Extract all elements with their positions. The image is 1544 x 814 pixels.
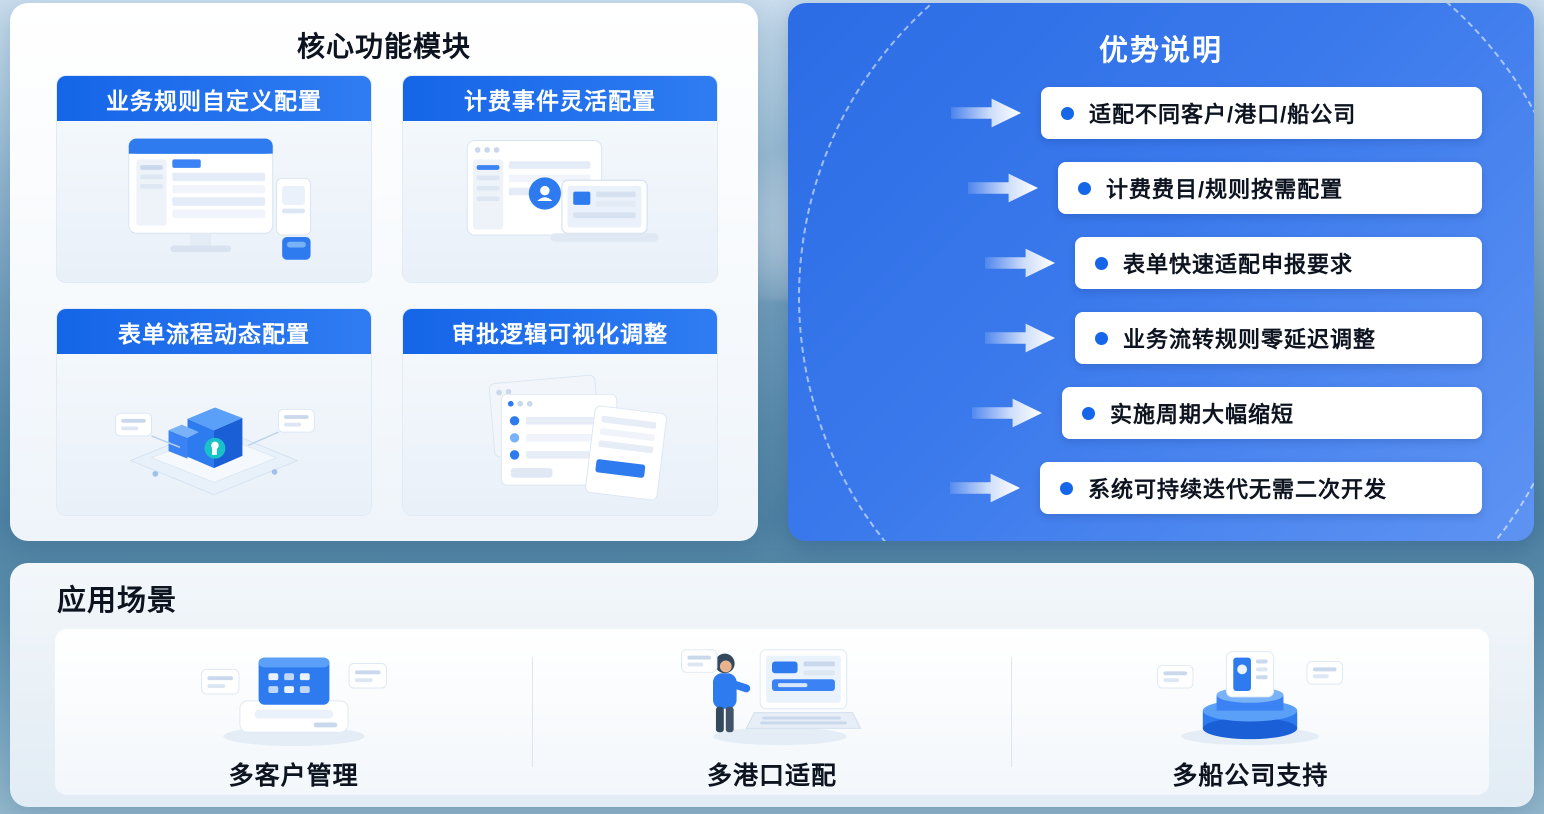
bullet-dot-icon xyxy=(1078,181,1091,195)
bullet-dot-icon xyxy=(1082,406,1095,420)
arrow-right-icon xyxy=(950,473,1020,503)
arrow-right-icon xyxy=(985,248,1055,278)
client-terminal-device-illustration xyxy=(200,657,387,747)
scenario-multi-port: 多港口适配 xyxy=(533,629,1010,795)
feature-card-approval-logic: 审批逻辑可视化调整 xyxy=(402,308,718,516)
arrow-right-icon xyxy=(972,398,1042,428)
stacked-form-sheets-illustration xyxy=(488,374,667,500)
scenarios-strip: 多客户管理 xyxy=(55,629,1489,795)
advantage-row: 计费费目/规则按需配置 xyxy=(968,162,1482,214)
advantage-pill: 适配不同客户/港口/船公司 xyxy=(1041,87,1482,139)
advantage-text: 系统可持续迭代无需二次开发 xyxy=(1088,477,1388,502)
advantage-text: 适配不同客户/港口/船公司 xyxy=(1089,102,1357,127)
desktop-admin-ui-illustration xyxy=(128,137,312,260)
advantage-pill: 表单快速适配申报要求 xyxy=(1075,237,1482,289)
advantages-list: 适配不同客户/港口/船公司 计费费目/规则按需配置 表单快速适配申报要求 xyxy=(788,87,1534,514)
advantage-row: 系统可持续迭代无需二次开发 xyxy=(950,462,1482,514)
advantage-pill: 系统可持续迭代无需二次开发 xyxy=(1040,462,1482,514)
advantages-panel: 优势说明 适配不同客户/港口/船公司 计费费目/规则按需配置 xyxy=(788,3,1534,541)
scenario-multi-client: 多客户管理 xyxy=(55,629,532,795)
bullet-dot-icon xyxy=(1061,106,1074,120)
dashed-arc-decoration xyxy=(798,3,1534,541)
advantage-pill: 业务流转规则零延迟调整 xyxy=(1075,312,1482,364)
scenario-label: 多港口适配 xyxy=(706,762,837,790)
server-podium-illustration xyxy=(1157,651,1344,746)
bullet-dot-icon xyxy=(1095,331,1108,345)
scenario-label: 多船公司支持 xyxy=(1172,762,1329,790)
advantage-text: 实施周期大幅缩短 xyxy=(1110,402,1295,427)
scenarios-title: 应用场景 xyxy=(57,585,178,617)
feature-card-title: 计费事件灵活配置 xyxy=(403,76,717,121)
feature-card-title: 业务规则自定义配置 xyxy=(57,76,371,121)
bullet-dot-icon xyxy=(1060,481,1073,495)
advantage-row: 表单快速适配申报要求 xyxy=(985,237,1482,289)
feature-card-title: 审批逻辑可视化调整 xyxy=(403,309,717,354)
arrow-right-icon xyxy=(968,173,1038,203)
advantages-title: 优势说明 xyxy=(1098,35,1223,67)
advantage-pill: 计费费目/规则按需配置 xyxy=(1058,162,1482,214)
isometric-platform-blocks-illustration xyxy=(115,407,315,495)
vertical-divider xyxy=(532,657,534,767)
feature-card-billing-events: 计费事件灵活配置 xyxy=(402,75,718,283)
core-features-title: 核心功能模块 xyxy=(296,31,471,62)
bullet-dot-icon xyxy=(1095,256,1108,270)
vertical-divider xyxy=(1010,657,1012,767)
arrow-right-icon xyxy=(985,323,1055,353)
scenario-label: 多客户管理 xyxy=(228,762,359,790)
advantage-row: 业务流转规则零延迟调整 xyxy=(985,312,1482,364)
arrow-right-icon xyxy=(951,98,1021,128)
core-features-panel: 核心功能模块 业务规则自定义配置 xyxy=(10,3,758,541)
feature-card-business-rules: 业务规则自定义配置 xyxy=(56,75,372,283)
scenario-multi-carrier: 多船公司支持 xyxy=(1012,629,1489,795)
scenarios-panel: 应用场景 xyxy=(10,563,1534,807)
browser-laptop-dashboard-illustration xyxy=(466,139,659,242)
advantage-text: 计费费目/规则按需配置 xyxy=(1106,177,1344,202)
feature-card-grid: 业务规则自定义配置 xyxy=(56,75,718,516)
advantage-row: 实施周期大幅缩短 xyxy=(972,387,1482,439)
advantage-text: 表单快速适配申报要求 xyxy=(1123,252,1354,277)
advantage-row: 适配不同客户/港口/船公司 xyxy=(951,87,1482,139)
feature-card-form-flow: 表单流程动态配置 xyxy=(56,308,372,516)
person-at-computer-illustration xyxy=(681,649,862,746)
advantage-text: 业务流转规则零延迟调整 xyxy=(1123,327,1377,352)
advantage-pill: 实施周期大幅缩短 xyxy=(1062,387,1482,439)
feature-card-title: 表单流程动态配置 xyxy=(57,309,371,354)
